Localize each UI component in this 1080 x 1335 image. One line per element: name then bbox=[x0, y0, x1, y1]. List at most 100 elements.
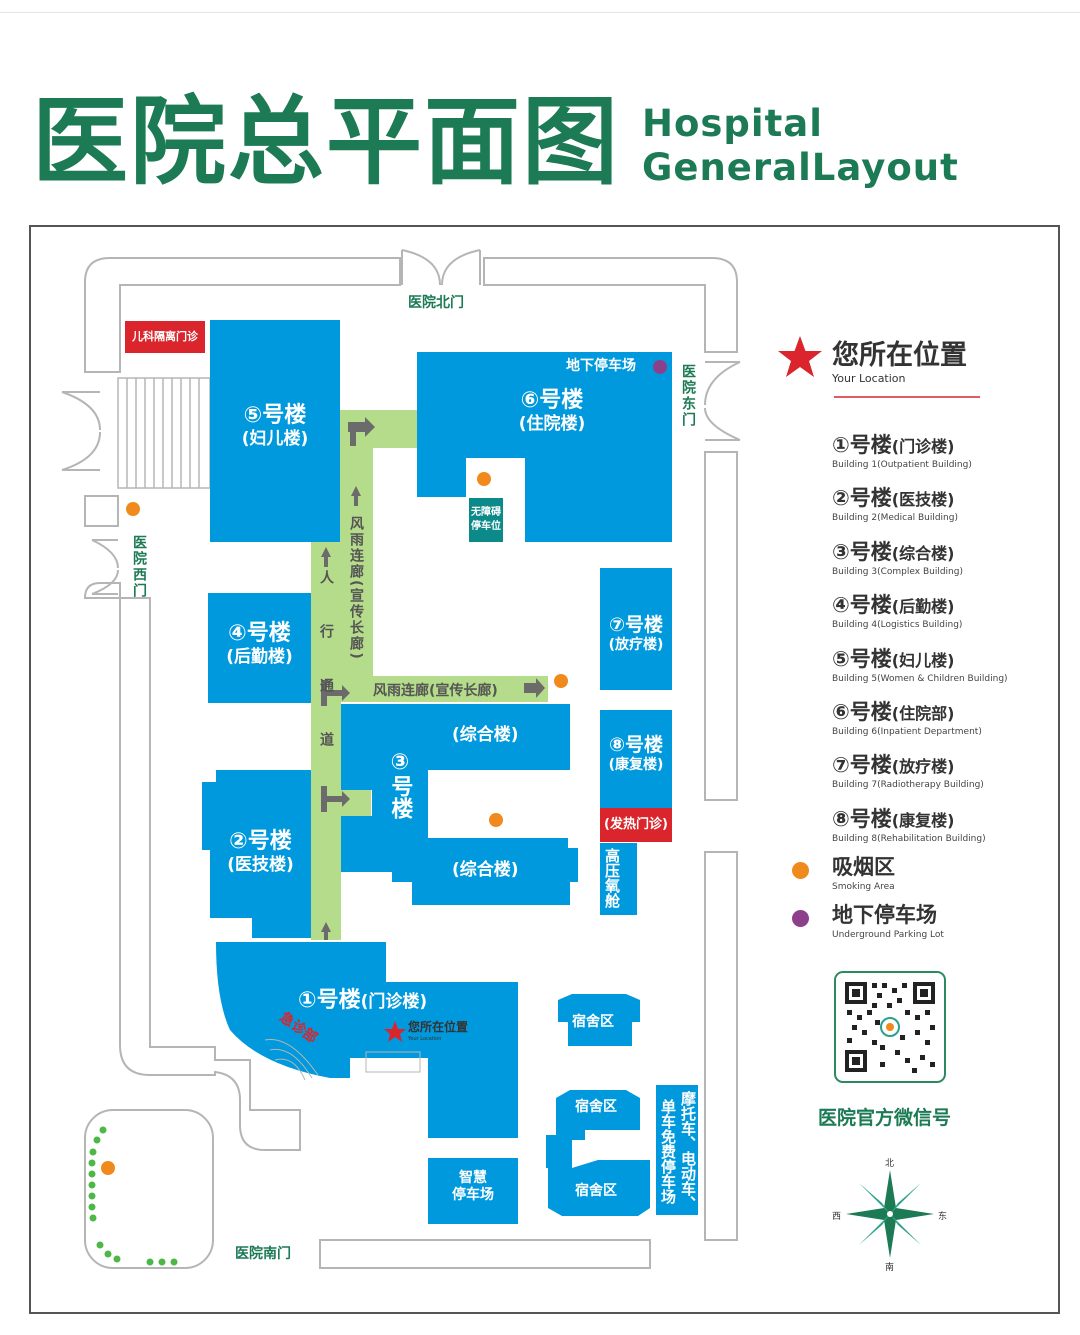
building-3-wing-top: (综合楼) bbox=[452, 725, 519, 745]
legend-building-sub: (医技楼) bbox=[891, 490, 955, 510]
building-7 bbox=[600, 568, 672, 690]
dorm-3-label: 宿舍区 bbox=[575, 1183, 617, 1199]
building-7-name: ⑦号楼 bbox=[608, 614, 664, 636]
legend-building-num: ⑧号楼 bbox=[832, 806, 892, 831]
corridor-horizontal bbox=[341, 676, 548, 702]
arrow-up bbox=[321, 547, 331, 567]
arrow-branch bbox=[321, 680, 350, 706]
legend-building-sub: (康复楼) bbox=[891, 810, 955, 830]
west-gate-label: 医院西门 bbox=[131, 535, 147, 599]
building-6-name: ⑥号楼 bbox=[520, 388, 584, 413]
smoking-areas bbox=[101, 472, 568, 1175]
oxygen-label: 高压氧舱 bbox=[603, 848, 621, 908]
page-title-en: Hospital GeneralLayout bbox=[642, 102, 959, 190]
north-wall-east bbox=[483, 257, 738, 353]
smoking-area-icon bbox=[477, 472, 491, 486]
legend-smoking-icon bbox=[792, 862, 809, 879]
step-arc bbox=[274, 1058, 306, 1081]
you-are-here-label: 您所在位置 bbox=[408, 1020, 469, 1034]
west-gate-leaf-top bbox=[61, 391, 101, 431]
buildings bbox=[202, 320, 698, 1224]
legend-building-item: ③号楼(综合楼)Building 3(Complex Building) bbox=[832, 536, 963, 577]
legend-building-en: Building 2(Medical Building) bbox=[832, 513, 958, 524]
legend-building-item: ⑧号楼(康复楼)Building 8(Rehabilitation Buildi… bbox=[832, 803, 986, 844]
moto-parking bbox=[656, 1085, 698, 1215]
legend-smoking: 吸烟区 Smoking Area bbox=[832, 851, 895, 892]
shrub bbox=[96, 1241, 104, 1249]
smoking-area-icon bbox=[101, 1161, 115, 1175]
legend-building-num: ③号楼 bbox=[832, 539, 892, 564]
legend-building-en: Building 8(Rehabilitation Building) bbox=[832, 833, 986, 844]
west-gate2-leaf-bottom bbox=[91, 569, 119, 595]
legend-building-num: ①号楼 bbox=[832, 433, 892, 457]
corridor-vertical-label: 风雨连廊(宣传长廊) bbox=[348, 516, 364, 661]
legend-parking-en: Underground Parking Lot bbox=[832, 930, 944, 940]
page-title-en-line1: Hospital bbox=[642, 102, 823, 145]
east-gate-leaf-top bbox=[704, 361, 741, 406]
building-8-name: ⑧号楼 bbox=[608, 734, 664, 756]
stairs bbox=[117, 377, 211, 489]
legend-building-title: ③号楼(综合楼) bbox=[832, 536, 963, 566]
arrow-up bbox=[351, 486, 361, 506]
legend-building-en: Building 3(Complex Building) bbox=[832, 566, 963, 577]
gate-leaves bbox=[61, 249, 741, 595]
dorm-2-label: 宿舍区 bbox=[575, 1099, 617, 1115]
qr-modules bbox=[847, 983, 935, 1073]
building-5-name: ⑤号楼 bbox=[243, 403, 307, 428]
legend-building-item: ④号楼(后勤楼)Building 4(Logistics Building) bbox=[832, 589, 962, 630]
legend-building-item: ⑥号楼(住院部)Building 6(Inpatient Department) bbox=[832, 696, 982, 737]
shrub bbox=[88, 1170, 96, 1178]
shrub bbox=[89, 1214, 97, 1222]
legend-building-title: ⑧号楼(康复楼) bbox=[832, 803, 986, 833]
moto-parking-label: 摩托车、电动车、单车免费停车场 bbox=[659, 1091, 697, 1211]
west-wall bbox=[83, 582, 301, 1151]
legend-building-item: ②号楼(医技楼)Building 2(Medical Building) bbox=[832, 482, 958, 523]
step-arc bbox=[264, 1038, 319, 1076]
compass-south: 南 bbox=[885, 1263, 895, 1273]
legend-building-sub: (放疗楼) bbox=[891, 757, 955, 777]
building-8-label: ⑧号楼 (康复楼) bbox=[600, 734, 672, 774]
entrance-steps bbox=[365, 1051, 421, 1073]
legend-building-title: ⑤号楼(妇儿楼) bbox=[832, 643, 1008, 673]
north-gate-leaf-left bbox=[401, 249, 441, 286]
legend-building-title: ⑥号楼(住院部) bbox=[832, 696, 982, 726]
building-4-label: ④号楼 (后勤楼) bbox=[208, 621, 311, 668]
shrub bbox=[89, 1148, 97, 1156]
page-title-en-line2: GeneralLayout bbox=[642, 146, 959, 189]
building-1-sub: (门诊楼) bbox=[360, 992, 428, 1012]
shrub bbox=[113, 1255, 121, 1263]
north-wall-west bbox=[84, 257, 401, 373]
compass-north: 北 bbox=[885, 1159, 895, 1169]
legend-building-num: ⑥号楼 bbox=[832, 700, 892, 724]
legend-building-sub: (住院部) bbox=[891, 704, 955, 723]
shrub bbox=[99, 1126, 107, 1134]
arrow-up bbox=[321, 922, 331, 940]
oxygen-chamber bbox=[600, 843, 637, 915]
legend-building-sub: (门诊楼) bbox=[891, 437, 955, 456]
building-4-sub: (后勤楼) bbox=[226, 647, 293, 668]
fever-clinic-badge: (发热门诊) bbox=[600, 808, 672, 842]
location-star-icon bbox=[384, 1021, 406, 1042]
building-5-sub: (妇儿楼) bbox=[241, 429, 309, 450]
building-1-num: ①号楼 bbox=[298, 988, 361, 1013]
you-are-here-en: Your Location bbox=[408, 1036, 442, 1042]
smoking-area-icon bbox=[126, 502, 140, 516]
legend-building-title: ②号楼(医技楼) bbox=[832, 482, 958, 512]
shrub bbox=[158, 1258, 166, 1266]
peds-isolation-badge: 儿科隔离门诊 bbox=[125, 321, 205, 353]
accessible-parking-line1: 无障碍 bbox=[471, 507, 501, 518]
legend-building-title: ④号楼(后勤楼) bbox=[832, 589, 962, 619]
legend-building-en: Building 5(Women & Children Building) bbox=[832, 673, 1008, 684]
compass-east: 东 bbox=[938, 1212, 948, 1222]
step-arc bbox=[269, 1048, 313, 1079]
north-gate-leaf-right bbox=[441, 249, 481, 286]
west-gate-leaf-bottom bbox=[61, 431, 101, 471]
smoking-area-icon bbox=[489, 813, 503, 827]
legend-building-title: ①号楼(门诊楼) bbox=[832, 429, 972, 459]
qr-logo-core bbox=[886, 1023, 894, 1031]
east-gate-leaf-bottom bbox=[704, 407, 741, 441]
smart-parking-line1: 智慧 bbox=[459, 1170, 487, 1186]
legend-location-title: 您所在位置 bbox=[832, 340, 967, 371]
building-8 bbox=[600, 710, 672, 808]
